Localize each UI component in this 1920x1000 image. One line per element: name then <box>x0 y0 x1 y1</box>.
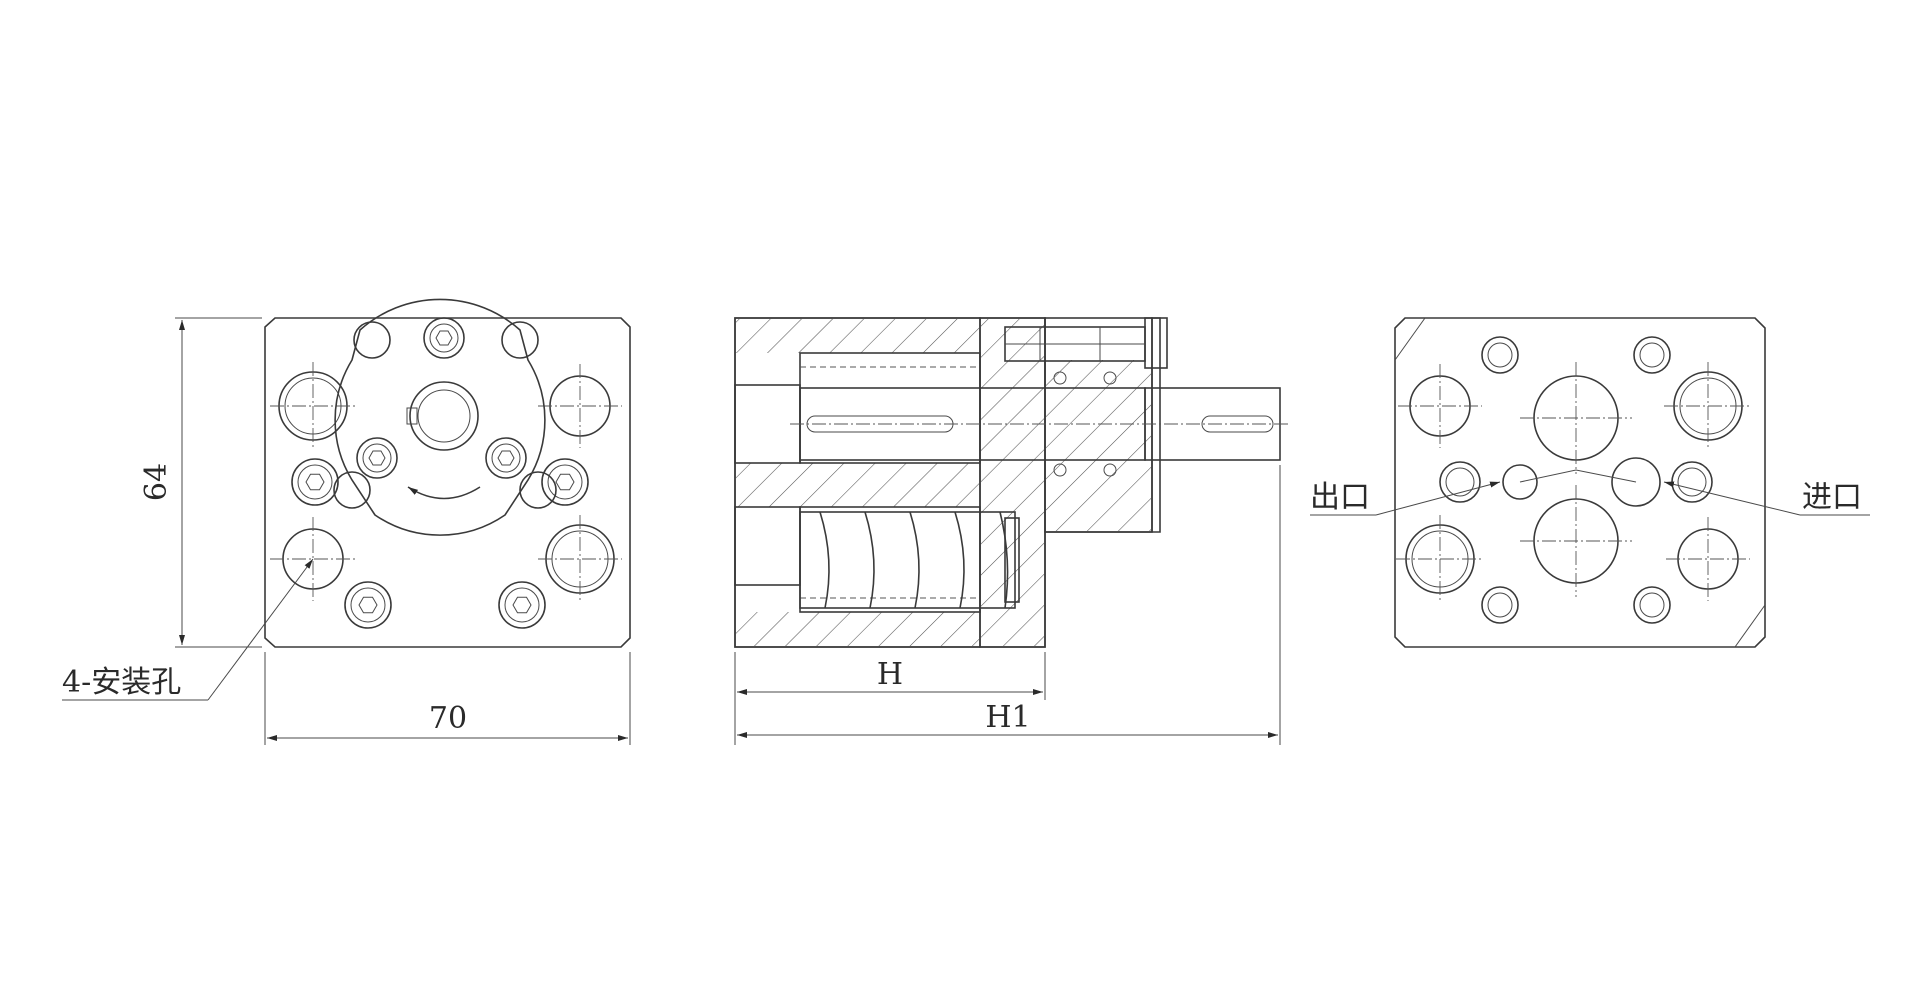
inlet-label: 进口 <box>1802 480 1862 515</box>
rear-view: 出口 进口 <box>1310 317 1870 648</box>
drive-gear-cavity <box>799 352 981 464</box>
bolt-bottom-left <box>344 581 392 629</box>
cover-bolt-right <box>485 437 527 479</box>
dim-length-h: H <box>734 652 1046 745</box>
mount-hole-bottom-right <box>538 515 622 603</box>
helical-gear <box>799 511 1020 609</box>
hatch-middle <box>736 463 979 507</box>
hatch-cover <box>1046 360 1151 531</box>
mount-hole-top-left <box>270 362 356 450</box>
rear-hole-tr <box>1664 362 1752 450</box>
outlet-port <box>1502 464 1538 500</box>
hatch-top <box>736 319 979 353</box>
width-dimension-label: 70 <box>429 701 467 736</box>
rear-hole-br <box>1666 517 1750 601</box>
dim-width: 70 <box>264 652 631 745</box>
seal-rings <box>1053 371 1117 477</box>
end-cap-bottom <box>734 506 801 586</box>
hatch-front-plate <box>981 319 1044 646</box>
shaft-bore <box>406 381 479 451</box>
port-large-bottom <box>1520 485 1632 597</box>
cover-bolt-top <box>423 317 465 359</box>
bolt-left <box>291 458 339 506</box>
dim-length-h1: H1 <box>737 465 1281 745</box>
hatch-bottom <box>736 612 979 646</box>
mount-hole-bottom-left <box>270 517 356 601</box>
rear-hole-bl <box>1396 515 1484 603</box>
section-view: H H1 <box>734 317 1290 745</box>
mount-hole-top-right <box>538 364 622 448</box>
rear-body-outline <box>1394 317 1766 648</box>
outlet-leader: 出口 <box>1310 480 1501 516</box>
cover-flange <box>333 298 557 536</box>
front-view: 64 70 4-安装孔 <box>62 298 631 745</box>
rear-hole-tl <box>1398 364 1482 448</box>
length-h-label: H <box>877 657 903 692</box>
cover-bolt-left <box>356 437 398 479</box>
port-large-top <box>1520 362 1632 474</box>
front-body-outline <box>264 317 631 648</box>
inlet-leader: 进口 <box>1663 480 1870 516</box>
cover-bolt <box>1004 317 1168 369</box>
bolt-right <box>541 458 589 506</box>
mount-hole-label: 4-安装孔 <box>62 665 181 700</box>
dim-height: 64 <box>139 317 262 648</box>
cover-plate <box>1044 317 1153 533</box>
bolt-bottom-right <box>498 581 546 629</box>
height-dimension-label: 64 <box>139 463 174 501</box>
outlet-label: 出口 <box>1310 480 1370 515</box>
mount-hole-leader: 4-安装孔 <box>62 558 314 701</box>
rear-small-holes <box>1439 336 1713 624</box>
inlet-port <box>1611 457 1661 507</box>
length-h1-label: H1 <box>985 700 1030 735</box>
rotation-arrow <box>407 486 481 500</box>
